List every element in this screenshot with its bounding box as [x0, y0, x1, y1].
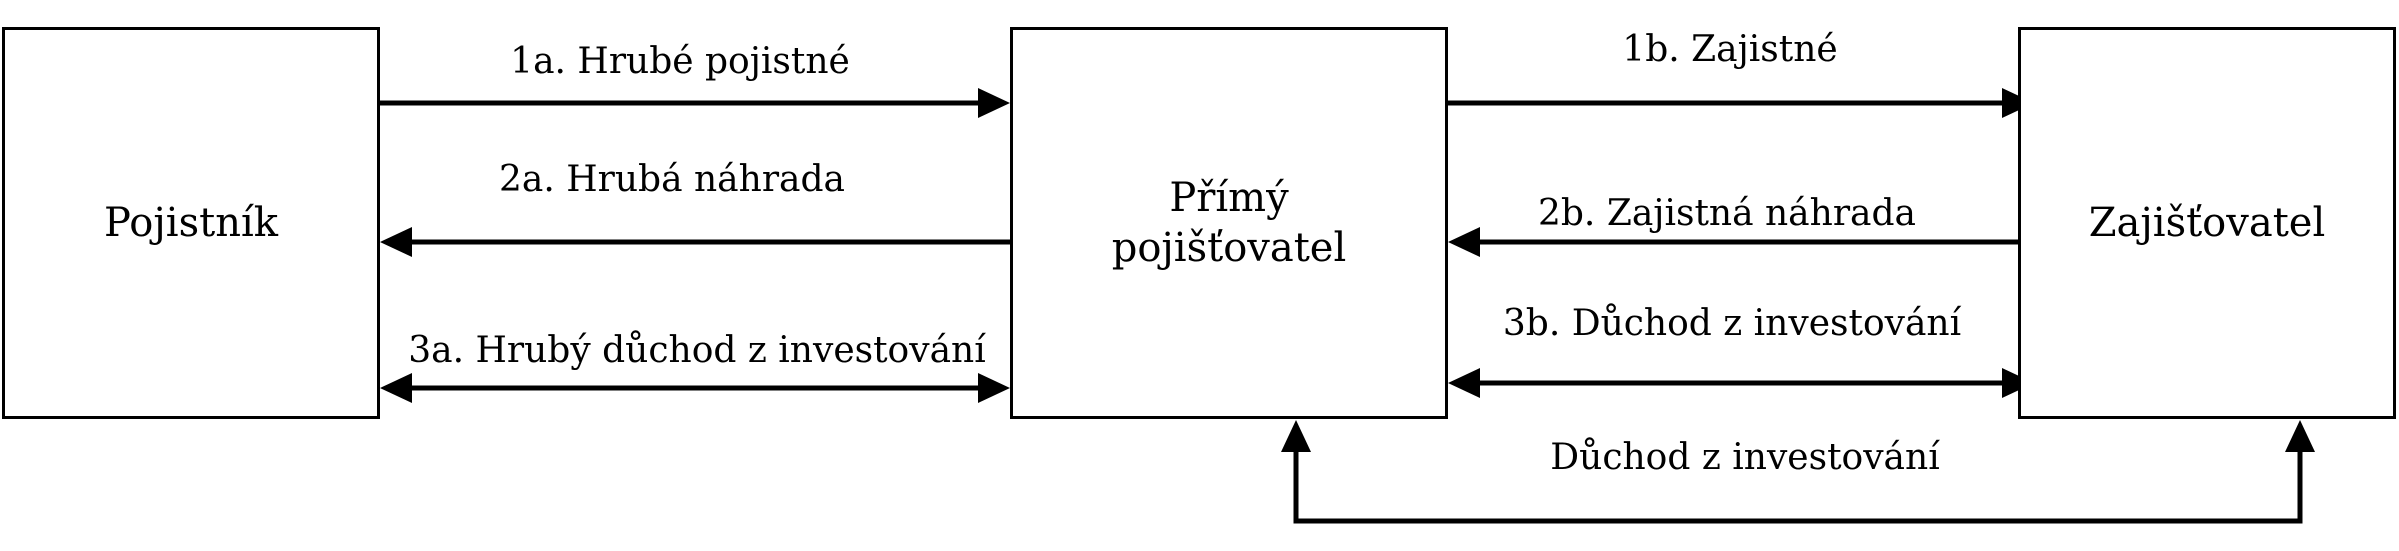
arrow-2a [380, 227, 1010, 257]
direct-insurer-label: Přímý pojišťovatel [1111, 175, 1347, 271]
flow-label-1b: 1b. Zajistné [1622, 29, 1838, 70]
flow-label-1a: 1a. Hrubé pojistné [510, 41, 850, 82]
box-reinsurer: Zajišťovatel [2018, 27, 2396, 419]
arrow-2b [1448, 227, 2018, 257]
flow-label-2b: 2b. Zajistná náhrada [1537, 193, 1917, 234]
arrow-3a [380, 373, 1010, 403]
flow-label-3a: 3a. Hrubý důchod z investování [408, 330, 986, 371]
policyholder-label: Pojistník [104, 200, 278, 246]
box-direct-insurer: Přímý pojišťovatel [1010, 27, 1448, 419]
arrow-1b [1448, 88, 2034, 118]
arrow-1a [380, 88, 1010, 118]
arrow-3b [1448, 368, 2034, 398]
box-policyholder: Pojistník [2, 27, 380, 419]
flow-label-bottom: Důchod z investování [1550, 437, 1940, 478]
reinsurer-label: Zajišťovatel [2088, 200, 2326, 246]
flow-label-2a: 2a. Hrubá náhrada [498, 159, 846, 200]
flow-label-3b: 3b. Důchod z investování [1502, 303, 1962, 344]
arrow-bottom-investment [1281, 420, 2315, 524]
